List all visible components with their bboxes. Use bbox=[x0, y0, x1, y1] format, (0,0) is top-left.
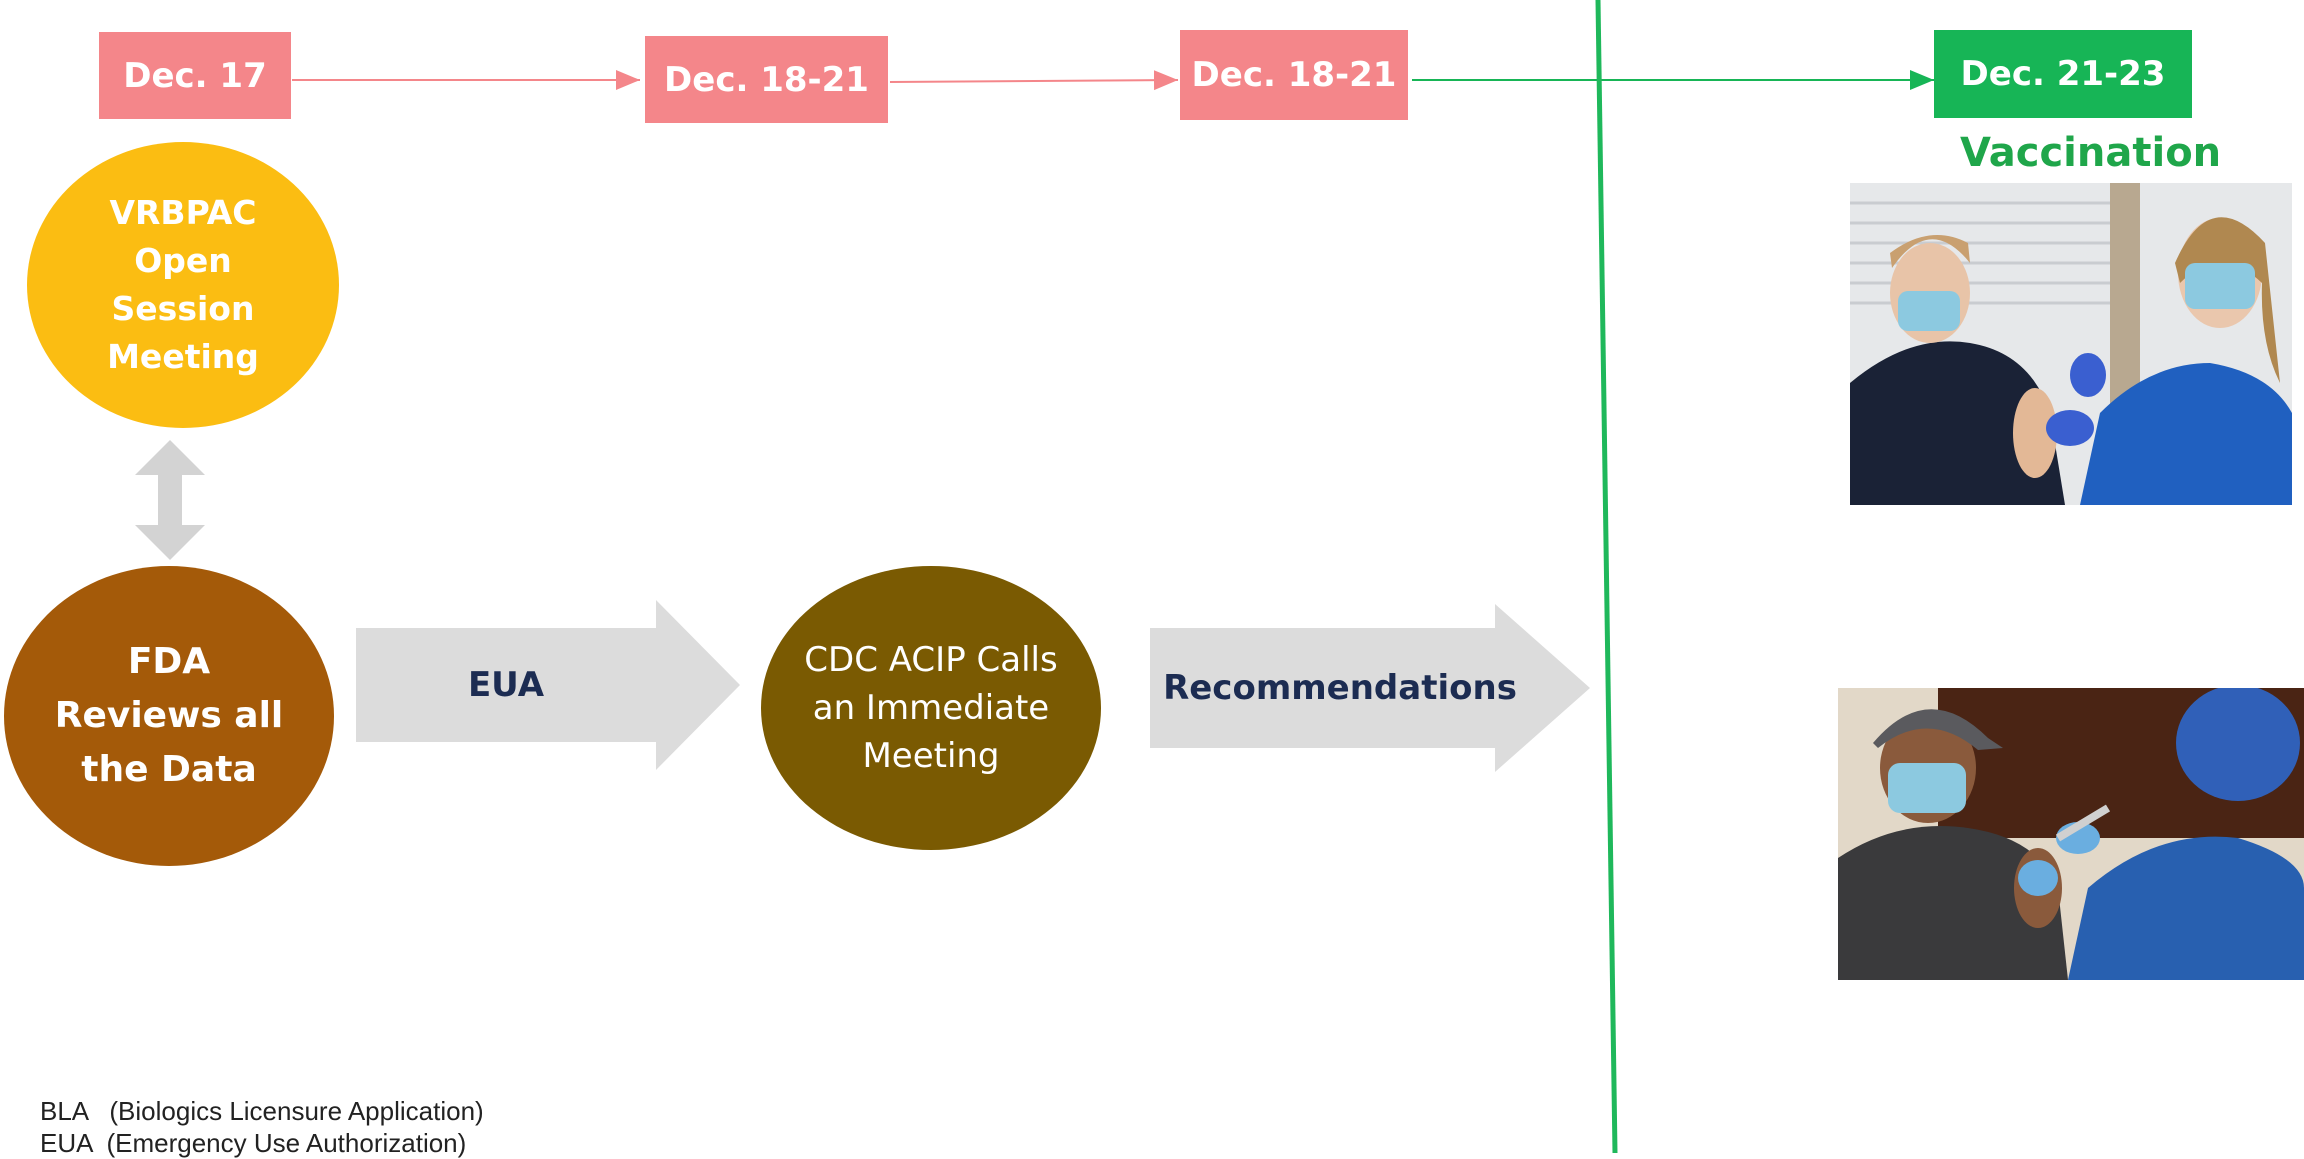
recommendations-label: Recommendations bbox=[1163, 668, 1517, 708]
vrbpac-line-2: Open bbox=[134, 241, 232, 280]
eua-arrow bbox=[356, 600, 740, 770]
divider-line bbox=[1595, 0, 1618, 1153]
cdc-line-2: an Immediate bbox=[812, 688, 1050, 728]
vaccination-photo-1-illustration bbox=[1850, 183, 2292, 505]
eua-label: EUA bbox=[467, 665, 545, 705]
date-label: Dec. 18-21 bbox=[664, 59, 869, 100]
vrbpac-line-3: Session bbox=[111, 289, 255, 328]
vaccination-photo-2-illustration bbox=[1838, 688, 2304, 980]
legend-line-eua: EUA (Emergency Use Authorization) bbox=[40, 1128, 467, 1158]
date-label: Dec. 17 bbox=[123, 55, 267, 96]
fda-line-1: FDA bbox=[127, 641, 211, 682]
vaccination-photo-1 bbox=[1850, 183, 2292, 505]
cdc-acip-node: CDC ACIP Calls an Immediate Meeting bbox=[761, 566, 1101, 850]
cdc-line-1: CDC ACIP Calls bbox=[804, 640, 1058, 680]
date-label: Dec. 18-21 bbox=[1191, 55, 1397, 95]
vrbpac-line-1: VRBPAC bbox=[109, 193, 257, 232]
fda-node: FDA Reviews all the Data bbox=[4, 566, 334, 866]
connector-2 bbox=[889, 70, 1179, 91]
bidirectional-arrow-icon bbox=[135, 440, 205, 560]
vaccination-photo-2 bbox=[1838, 688, 2304, 980]
vrbpac-node: VRBPAC Open Session Meeting bbox=[27, 142, 339, 428]
fda-line-3: the Data bbox=[81, 749, 257, 790]
vaccination-heading: Vaccination bbox=[1960, 130, 2222, 176]
fda-line-2: Reviews all bbox=[54, 695, 284, 736]
cdc-line-3: Meeting bbox=[862, 736, 1000, 776]
date-box-dec17: Dec. 17 bbox=[99, 32, 291, 119]
recommendations-arrow bbox=[1150, 604, 1590, 772]
legend-line-bla: BLA (Biologics Licensure Application) bbox=[40, 1096, 484, 1126]
vrbpac-line-4: Meeting bbox=[107, 337, 259, 376]
date-label: Dec. 21-23 bbox=[1960, 54, 2166, 94]
date-box-dec18-21-b: Dec. 18-21 bbox=[1180, 30, 1408, 120]
date-box-dec18-21-a: Dec. 18-21 bbox=[645, 36, 888, 123]
date-box-dec21-23: Dec. 21-23 bbox=[1934, 30, 2192, 118]
